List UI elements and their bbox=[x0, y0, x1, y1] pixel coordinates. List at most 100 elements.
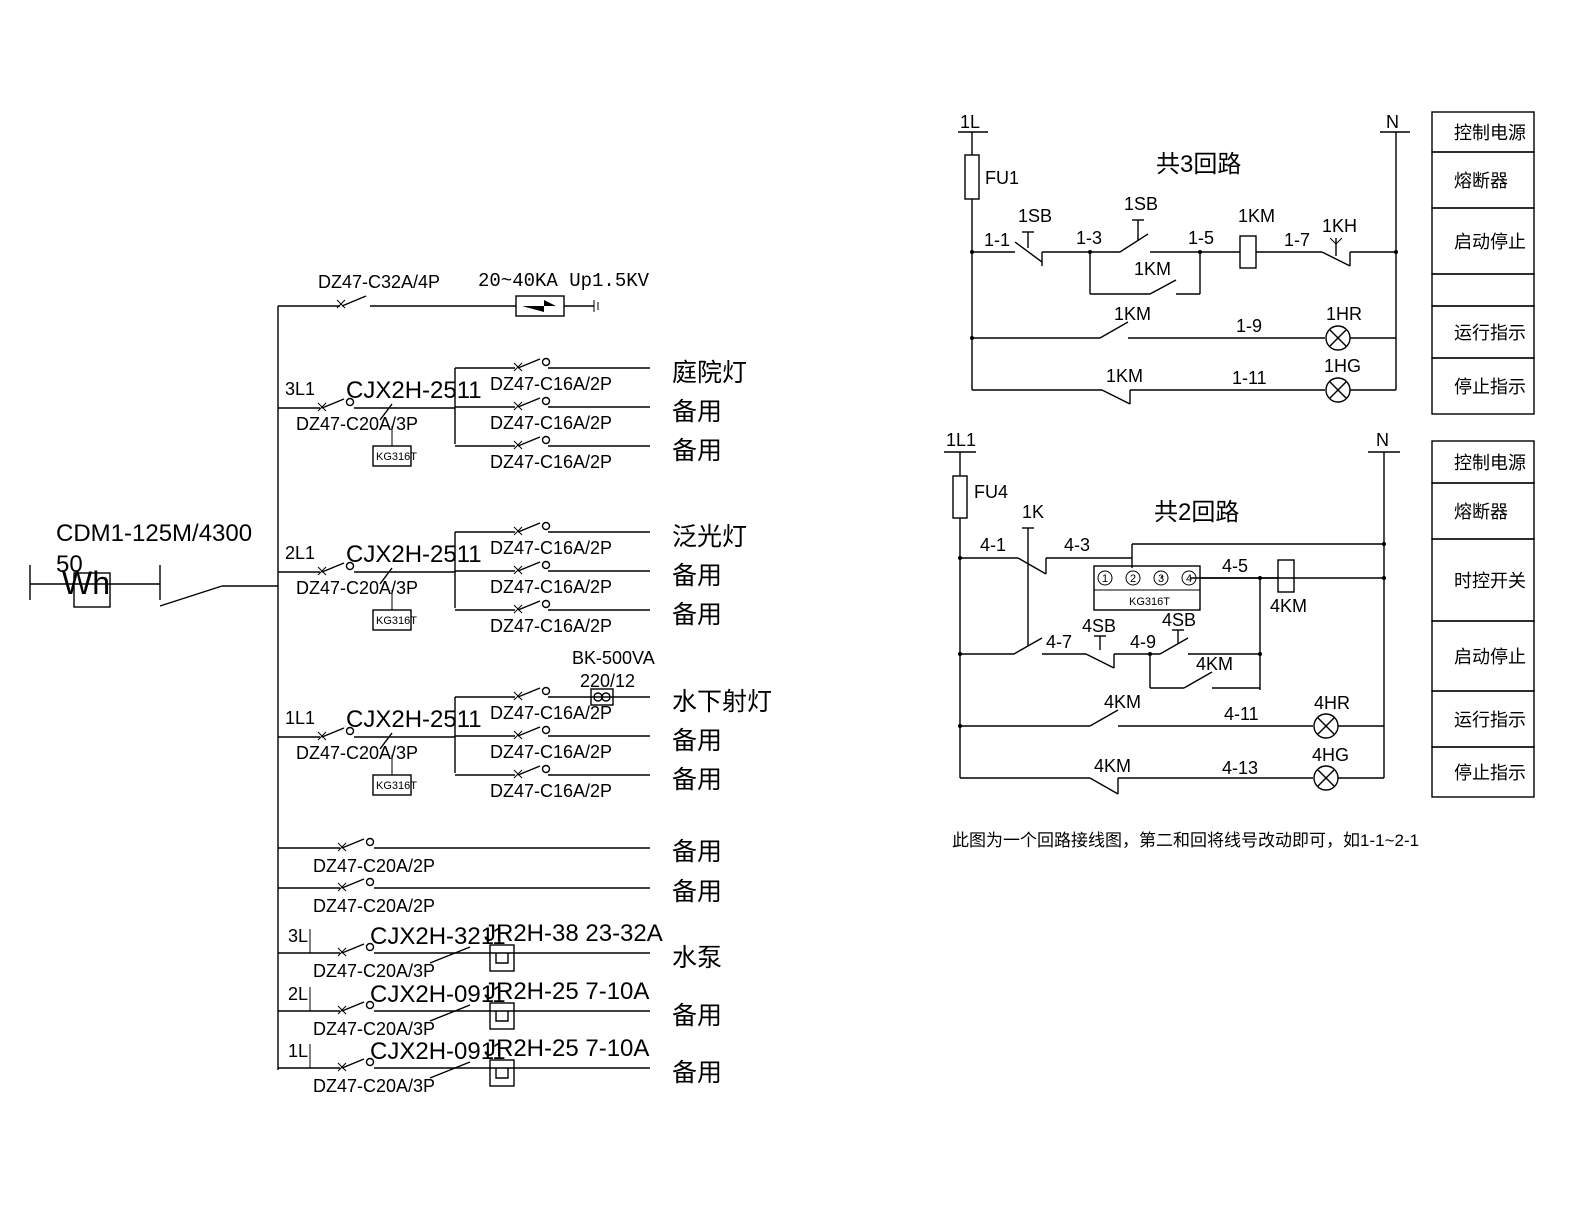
coil-label: 1KM bbox=[1238, 206, 1275, 226]
timer-box bbox=[372, 774, 412, 796]
wire-4-9: 4-9 bbox=[1130, 632, 1156, 652]
phase-label: 2L bbox=[288, 984, 308, 1004]
phase-label: 1L1 bbox=[946, 430, 976, 450]
wire-4-3: 4-3 bbox=[1064, 535, 1090, 555]
contactor-label: CJX2H-2511 bbox=[346, 377, 482, 404]
relay-label: JR2H-25 7-10A bbox=[484, 978, 649, 1005]
fuse-label: FU4 bbox=[974, 482, 1008, 502]
spare-circuits: DZ47-C20A/2P 备用 DZ47-C20A/2P 备用 bbox=[278, 837, 722, 916]
legend-cell bbox=[1431, 357, 1535, 415]
wire-1-1: 1-1 bbox=[984, 230, 1010, 250]
legend-cell bbox=[1431, 273, 1535, 307]
terminal bbox=[1125, 570, 1141, 586]
contactor-label: CJX2H-3211 bbox=[370, 923, 506, 950]
timer-label: KG316T bbox=[376, 780, 417, 792]
footnote: 此图为一个回路接线图，第二和回将线号改动即可，如1-1~2-1 bbox=[952, 831, 1419, 850]
breaker-label: DZ47-C20A/2P bbox=[313, 856, 435, 876]
load-label: 备用 bbox=[672, 398, 722, 426]
branch-breaker-label: DZ47-C16A/2P bbox=[490, 577, 612, 597]
meter-box bbox=[73, 572, 111, 608]
main-breaker-label: DZ47-C20A/3P bbox=[296, 743, 418, 763]
legend-label: 熔断器 bbox=[1454, 171, 1508, 191]
branch: DZ47-C16A/2P 备用 bbox=[455, 599, 722, 636]
run-contact-label: 4KM bbox=[1104, 692, 1141, 712]
terminal-number: 2 bbox=[1130, 573, 1136, 585]
wire-1-7: 1-7 bbox=[1284, 230, 1310, 250]
main-switch bbox=[159, 585, 223, 607]
wire-4-13: 4-13 bbox=[1222, 758, 1258, 778]
branch-breaker-label: DZ47-C16A/2P bbox=[490, 413, 612, 433]
load-label: 备用 bbox=[672, 601, 722, 629]
breaker-label: DZ47-C20A/2P bbox=[313, 896, 435, 916]
control-circuit-top: 1L N 共3回路 FU1 1SB 1-1 1-3 1SB 1-5 1KM 1-… bbox=[958, 111, 1535, 415]
stop-contact-label: 1KM bbox=[1106, 366, 1143, 386]
neutral-label: N bbox=[1376, 430, 1389, 450]
thermal-relay bbox=[489, 1059, 515, 1087]
load-label: 备用 bbox=[672, 878, 722, 906]
branch-breaker-label: DZ47-C16A/2P bbox=[490, 616, 612, 636]
spd-branch: DZ47-C32A/4P 20~40KA Up1.5KV bbox=[278, 270, 650, 317]
spd-rating-label: 20~40KA Up1.5KV bbox=[478, 270, 650, 292]
main-breaker-label: DZ47-C20A/3P bbox=[296, 578, 418, 598]
phase-label: 2L1 bbox=[285, 543, 315, 563]
load-label: 庭院灯 bbox=[672, 359, 747, 387]
load-label: 水下射灯 bbox=[672, 688, 772, 716]
breaker-label: DZ47-C20A/3P bbox=[313, 1076, 435, 1096]
wire-4-11: 4-11 bbox=[1224, 704, 1259, 724]
legend-label: 控制电源 bbox=[1454, 453, 1526, 473]
phase-label: 1L1 bbox=[285, 708, 315, 728]
neutral-label: N bbox=[1386, 112, 1399, 132]
coil-label: 4KM bbox=[1270, 596, 1307, 616]
breaker-label: DZ47-C20A/3P bbox=[313, 1019, 435, 1039]
timer-kg316t bbox=[1093, 565, 1201, 611]
start-button-label: 4SB bbox=[1162, 610, 1196, 630]
wire-4-5: 4-5 bbox=[1222, 556, 1248, 576]
load-label: 备用 bbox=[672, 838, 722, 866]
thermal-relay bbox=[489, 944, 515, 972]
transformer-ratio: 220/12 bbox=[580, 671, 635, 691]
run-contact-label: 1KM bbox=[1114, 304, 1151, 324]
load-label: 备用 bbox=[672, 562, 722, 590]
contactor-label: CJX2H-2511 bbox=[346, 706, 482, 733]
phase-label: 1L bbox=[960, 112, 980, 132]
legend-label: 启动停止 bbox=[1454, 647, 1526, 667]
overload-label: 1KH bbox=[1322, 216, 1357, 236]
spd-breaker-label: DZ47-C32A/4P bbox=[318, 272, 440, 292]
main-panel: CDM1-125M/4300 50 Wh DZ47-C32A/4P 20~40K… bbox=[29, 270, 772, 1096]
branch-breaker-label: DZ47-C16A/2P bbox=[490, 538, 612, 558]
branch-breaker-label: DZ47-C16A/2P bbox=[490, 374, 612, 394]
timer-box bbox=[372, 609, 412, 631]
thermal-relay bbox=[489, 1002, 515, 1030]
phase-label: 1L bbox=[288, 1041, 308, 1061]
relay-label: JR2H-38 23-32A bbox=[484, 920, 663, 947]
legend-label: 熔断器 bbox=[1454, 502, 1508, 522]
load-label: 备用 bbox=[672, 437, 722, 465]
phase-label: 3L1 bbox=[285, 379, 315, 399]
branch-breaker-label: DZ47-C16A/2P bbox=[490, 781, 612, 801]
coil-1km bbox=[1239, 235, 1257, 269]
stop-contact-label: 4KM bbox=[1094, 756, 1131, 776]
stop-lamp-label: 4HG bbox=[1312, 745, 1349, 765]
hold-contact-label: 4KM bbox=[1196, 654, 1233, 674]
stop-button-label: 1SB bbox=[1018, 206, 1052, 226]
wire-1-5: 1-5 bbox=[1188, 228, 1214, 248]
run-lamp-label: 1HR bbox=[1326, 304, 1362, 324]
legend-label: 启动停止 bbox=[1454, 232, 1526, 252]
load-label: 备用 bbox=[672, 727, 722, 755]
spare-circuit: DZ47-C20A/2P 备用 bbox=[278, 877, 722, 916]
timer-label: KG316T bbox=[376, 451, 417, 463]
legend-label: 时控开关 bbox=[1454, 571, 1526, 591]
load-label: 备用 bbox=[672, 1059, 722, 1087]
timer-label: KG316T bbox=[1129, 596, 1170, 608]
terminal-number: 1 bbox=[1102, 573, 1108, 585]
